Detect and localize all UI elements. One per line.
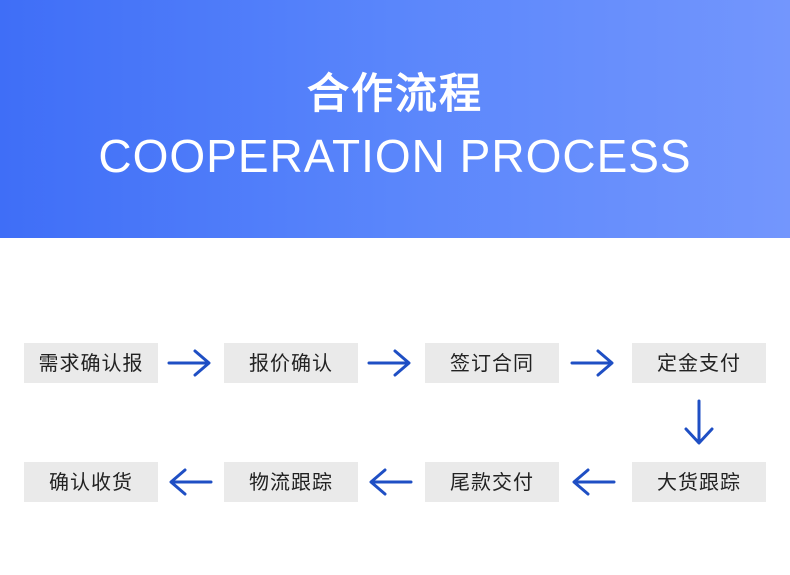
step-2: 报价确认	[224, 343, 358, 383]
header-banner: 合作流程 COOPERATION PROCESS	[0, 0, 790, 238]
arrow-left-icon	[369, 468, 413, 496]
arrow-right-icon	[570, 349, 614, 377]
page-title: 合作流程	[306, 69, 483, 118]
page-subtitle: COOPERATION PROCESS	[98, 130, 692, 182]
arrow-right-icon	[167, 349, 211, 377]
step-6: 尾款交付	[425, 462, 559, 502]
arrow-right-icon	[367, 349, 411, 377]
step-7: 物流跟踪	[224, 462, 358, 502]
step-1: 需求确认报	[24, 343, 158, 383]
step-8: 确认收货	[24, 462, 158, 502]
arrow-left-icon	[572, 468, 616, 496]
step-3: 签订合同	[425, 343, 559, 383]
step-4: 定金支付	[632, 343, 766, 383]
step-5: 大货跟踪	[632, 462, 766, 502]
arrow-left-icon	[169, 468, 213, 496]
arrow-down-icon	[684, 399, 714, 445]
